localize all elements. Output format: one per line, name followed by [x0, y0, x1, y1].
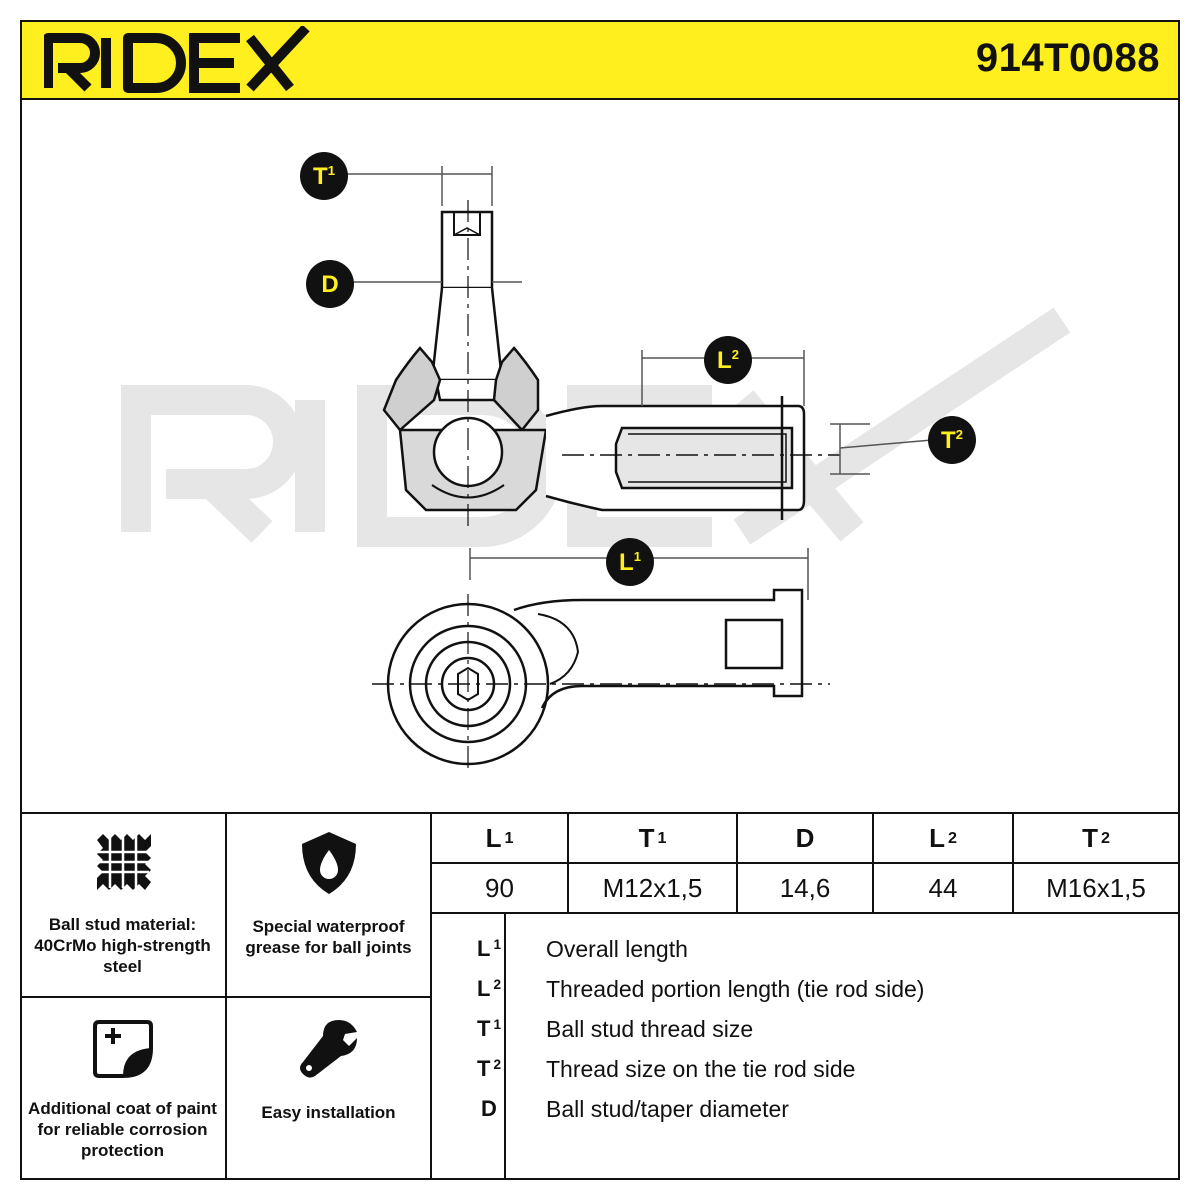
- waterproof-shield-icon: [301, 832, 356, 894]
- label-l1: L1: [606, 538, 654, 586]
- part-number: 914T0088: [975, 36, 1160, 80]
- feature-installation-text: Easy installation: [261, 1103, 396, 1122]
- spec-value-l1: 90: [485, 872, 514, 903]
- svg-text:T1: T1: [313, 163, 335, 190]
- spec-value-d: 14,6: [779, 872, 831, 903]
- feature-paint: Additional coat of paint for reliable co…: [20, 998, 225, 1180]
- spec-value-t2: M16x1,5: [1046, 872, 1146, 903]
- legend-description: Overall length: [546, 936, 688, 962]
- svg-text:T2: T2: [941, 427, 963, 454]
- divider: [1012, 814, 1014, 914]
- section-view: [382, 200, 840, 530]
- ridex-logo: [44, 26, 310, 93]
- plan-view: [372, 588, 830, 772]
- label-t2: T2: [928, 416, 976, 464]
- steel-mesh-icon: [96, 834, 151, 890]
- legend-description: Thread size on the tie rod side: [546, 1056, 856, 1082]
- label-t1: T1: [300, 152, 348, 200]
- spec-value-t1: M12x1,5: [602, 872, 703, 903]
- divider: [736, 814, 738, 914]
- info-panel: Ball stud material: 40CrMo high-strength…: [20, 812, 1180, 1180]
- wrench-icon: [299, 1020, 357, 1078]
- feature-steel: Ball stud material: 40CrMo high-strength…: [20, 814, 225, 996]
- spec-value-l2: 44: [928, 872, 958, 903]
- legend-symbol: D: [481, 1096, 497, 1121]
- paint-coat-icon: [92, 1020, 153, 1078]
- label-d: D: [306, 260, 354, 308]
- divider: [430, 862, 1180, 864]
- label-l2: L2: [704, 336, 752, 384]
- feature-grease-text: Special waterproof grease for ball joint…: [245, 917, 412, 957]
- header-bar: 914T0088: [20, 20, 1180, 100]
- svg-text:L1: L1: [619, 549, 641, 576]
- feature-grease: Special waterproof grease for ball joint…: [227, 814, 430, 996]
- technical-drawing: T1 D L2 T2 L1: [121, 152, 1071, 772]
- feature-installation: Easy installation: [227, 998, 430, 1180]
- legend-description: Ball stud thread size: [546, 1016, 754, 1042]
- divider: [504, 912, 506, 1180]
- legend-description: Threaded portion length (tie rod side): [546, 976, 925, 1002]
- legend-description: Ball stud/taper diameter: [546, 1096, 789, 1122]
- spec-header-d: D: [795, 822, 815, 853]
- divider: [567, 814, 569, 914]
- divider: [430, 912, 1180, 914]
- svg-text:L2: L2: [717, 347, 739, 374]
- feature-steel-text: Ball stud material: 40CrMo high-strength…: [34, 915, 211, 976]
- divider: [872, 814, 874, 914]
- divider: [20, 996, 432, 998]
- feature-paint-text: Additional coat of paint for reliable co…: [28, 1099, 217, 1160]
- svg-text:D: D: [321, 271, 338, 298]
